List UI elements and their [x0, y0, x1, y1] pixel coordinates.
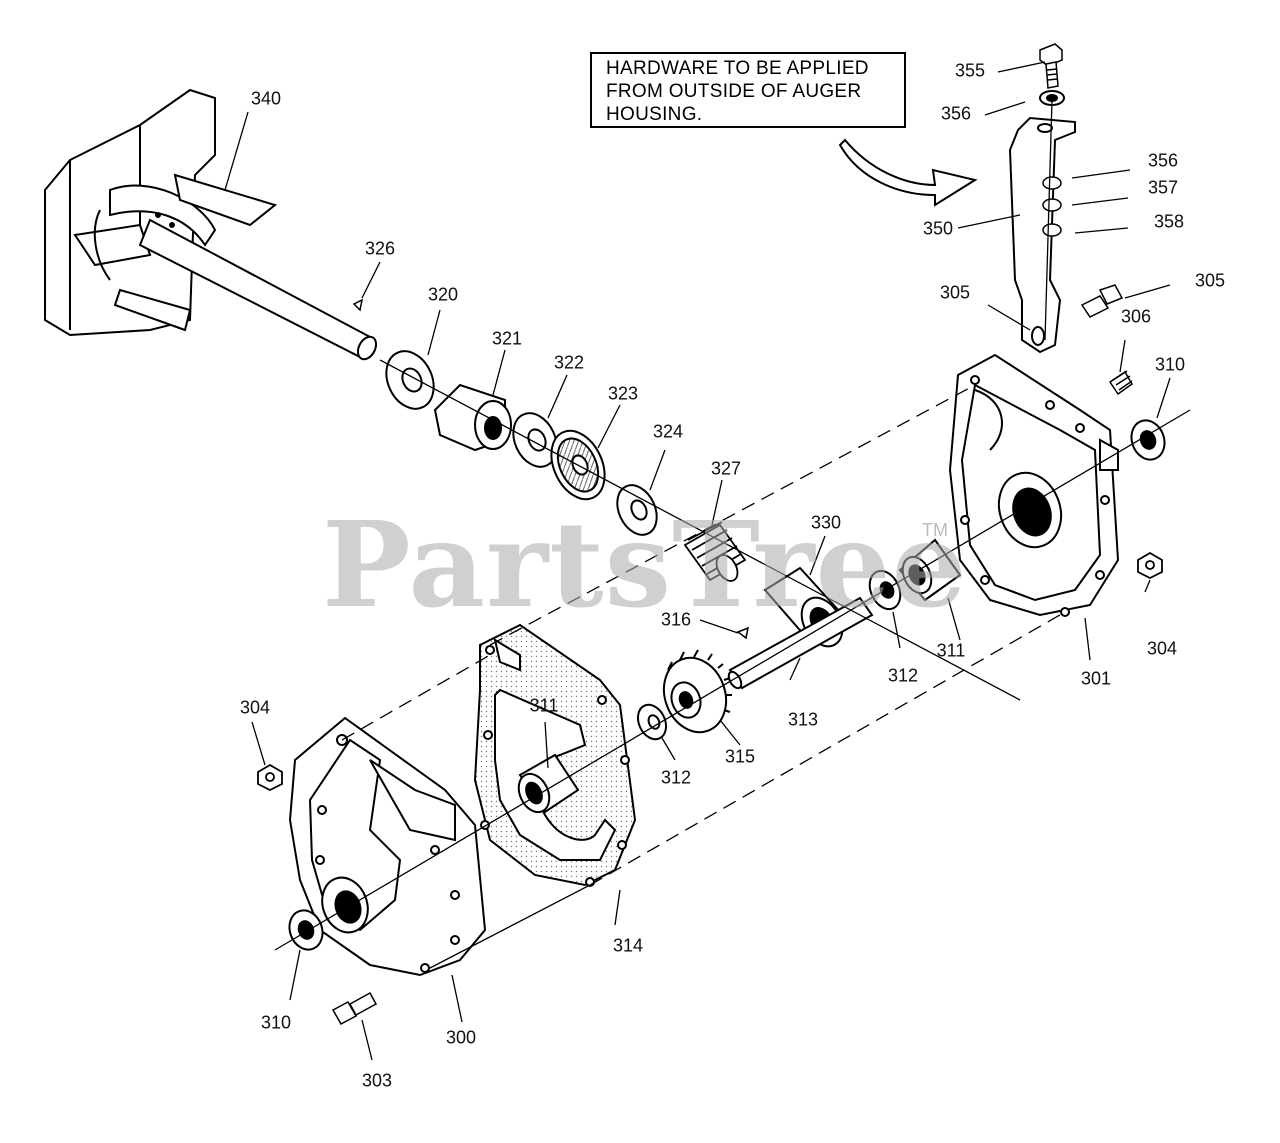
callout-311-lower[interactable]: 311: [529, 695, 559, 716]
callout-304-right[interactable]: 304: [1146, 638, 1178, 659]
auger-shaft: [138, 212, 378, 361]
callout-301[interactable]: 301: [1080, 668, 1112, 689]
callout-311-upper[interactable]: 311: [936, 640, 966, 661]
callout-305-left[interactable]: 305: [939, 282, 971, 303]
hardware-note-box: HARDWARE TO BE APPLIED FROM OUTSIDE OF A…: [590, 52, 906, 128]
watermark-logo: PartsTree: [322, 495, 968, 634]
callout-350[interactable]: 350: [922, 218, 954, 239]
washer-stack-356-357-358: [1042, 176, 1062, 237]
callout-327[interactable]: 327: [710, 458, 742, 479]
callout-321[interactable]: 321: [491, 328, 523, 349]
callout-312-upper[interactable]: 312: [887, 665, 919, 686]
note-arrow: [838, 138, 978, 207]
note-line-2: FROM OUTSIDE OF AUGER: [606, 81, 862, 102]
washer-320: [385, 350, 435, 410]
gear-housing-301: [948, 353, 1120, 617]
gear-315: [662, 649, 732, 734]
bushing-311-lower: [517, 753, 580, 814]
callout-300[interactable]: 300: [445, 1027, 477, 1048]
note-line-3: HOUSING.: [606, 104, 703, 125]
worm-gear-327: [683, 521, 747, 582]
callout-358[interactable]: 358: [1153, 211, 1185, 232]
note-line-1: HARDWARE TO BE APPLIED: [606, 58, 869, 79]
callout-322[interactable]: 322: [553, 352, 585, 373]
leader-lines: [224, 61, 1171, 1061]
bearing-housing-321: [433, 383, 512, 452]
gear-housing-300: [288, 716, 487, 977]
shaft-313: [727, 596, 874, 690]
callout-326[interactable]: 326: [364, 238, 396, 259]
bolt-303: [331, 991, 378, 1026]
watermark-trademark: TM: [922, 520, 948, 540]
washer-312-lower: [636, 703, 668, 741]
callout-320[interactable]: 320: [427, 284, 459, 305]
callout-310-left[interactable]: 310: [260, 1012, 292, 1033]
callout-305-right[interactable]: 305: [1194, 270, 1226, 291]
callout-357[interactable]: 357: [1147, 177, 1179, 198]
callout-312-lower[interactable]: 312: [660, 767, 692, 788]
bolt-305: [1080, 284, 1124, 318]
assembly-lines: [274, 99, 1191, 969]
auger-paddle-340: [44, 88, 278, 337]
callout-310-right[interactable]: 310: [1154, 354, 1186, 375]
callout-315[interactable]: 315: [724, 746, 756, 767]
callout-324[interactable]: 324: [652, 421, 684, 442]
washer-356-top: [1039, 90, 1065, 106]
washer-324: [616, 484, 658, 536]
nut-304-left: [257, 763, 283, 792]
callout-314[interactable]: 314: [612, 935, 644, 956]
bracket-350: [1008, 116, 1076, 354]
nut-304-right: [1137, 551, 1163, 580]
callout-356-top[interactable]: 356: [940, 103, 972, 124]
set-screw-306: [1108, 370, 1133, 396]
callout-316[interactable]: 316: [660, 609, 692, 630]
callout-303[interactable]: 303: [361, 1070, 393, 1091]
callout-330[interactable]: 330: [810, 512, 842, 533]
bearing-310-right: [1130, 419, 1166, 461]
callout-340[interactable]: 340: [250, 88, 282, 109]
callout-323[interactable]: 323: [607, 383, 639, 404]
key-316: [736, 626, 750, 640]
bolt-355: [1039, 43, 1063, 89]
callout-355[interactable]: 355: [954, 60, 986, 81]
callout-313[interactable]: 313: [787, 709, 819, 730]
roll-pin-326: [352, 298, 364, 312]
callout-356[interactable]: 356: [1147, 150, 1179, 171]
callout-304-left[interactable]: 304: [239, 697, 271, 718]
callout-306[interactable]: 306: [1120, 306, 1152, 327]
